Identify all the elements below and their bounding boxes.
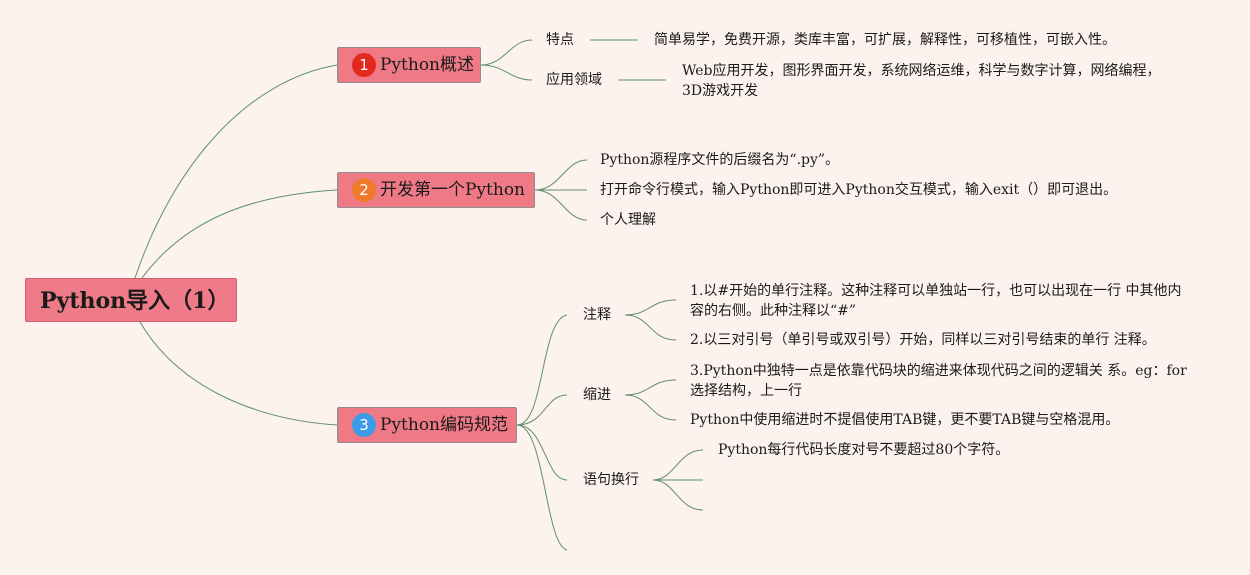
branch-label-features[interactable]: 特点 xyxy=(546,32,574,48)
branch-label-line-wrapping[interactable]: 语句换行 xyxy=(583,472,639,488)
root-label: Python导入（1） xyxy=(40,288,230,314)
topic-label: Python概述 xyxy=(380,55,475,75)
first-python-item: 打开命令行模式，输入Python即可进入Python交互模式，输入exit（）即… xyxy=(600,182,1118,198)
indentation-item: Python中使用缩进时不提倡使用TAB键，更不要TAB键与空格混用。 xyxy=(690,412,1120,428)
number-1-icon: 1 xyxy=(352,53,376,77)
comments-item: 1.以#开始的单行注释。这种注释可以单独站一行，也可以出现在一行 中其他内容的右… xyxy=(690,283,1182,319)
features-text: 简单易学，免费开源，类库丰富，可扩展，解释性，可移植性，可嵌入性。 xyxy=(654,32,1116,48)
comments-item: 2.以三对引号（单引号或双引号）开始，同样以三对引号结束的单行 注释。 xyxy=(690,332,1156,348)
first-python-item: 个人理解 xyxy=(600,212,656,228)
first-python-item: Python源程序文件的后缀名为“.py”。 xyxy=(600,152,840,168)
number-3-icon: 3 xyxy=(352,413,376,437)
topic-label: 开发第一个Python xyxy=(380,180,526,200)
indentation-item: 3.Python中独特一点是依靠代码块的缩进来体现代码之间的逻辑关 系。eg：f… xyxy=(690,363,1187,399)
branch-label-comments[interactable]: 注释 xyxy=(583,307,611,323)
line-wrapping-item: Python每行代码长度对号不要超过80个字符。 xyxy=(718,442,1010,458)
branch-label-application-fields[interactable]: 应用领域 xyxy=(546,72,602,88)
application-fields-text: Web应用开发，图形界面开发，系统网络运维，科学与数字计算，网络编程，3D游戏开… xyxy=(682,63,1161,99)
root-node[interactable]: Python导入（1） xyxy=(25,278,237,322)
branch-label-indentation[interactable]: 缩进 xyxy=(583,387,611,403)
topic-coding-standards[interactable]: 3 Python编码规范 xyxy=(337,407,517,443)
topic-python-overview[interactable]: 1 Python概述 xyxy=(337,47,481,83)
topic-first-python[interactable]: 2 开发第一个Python xyxy=(337,172,535,208)
topic-label: Python编码规范 xyxy=(380,415,509,435)
number-2-icon: 2 xyxy=(352,178,376,202)
